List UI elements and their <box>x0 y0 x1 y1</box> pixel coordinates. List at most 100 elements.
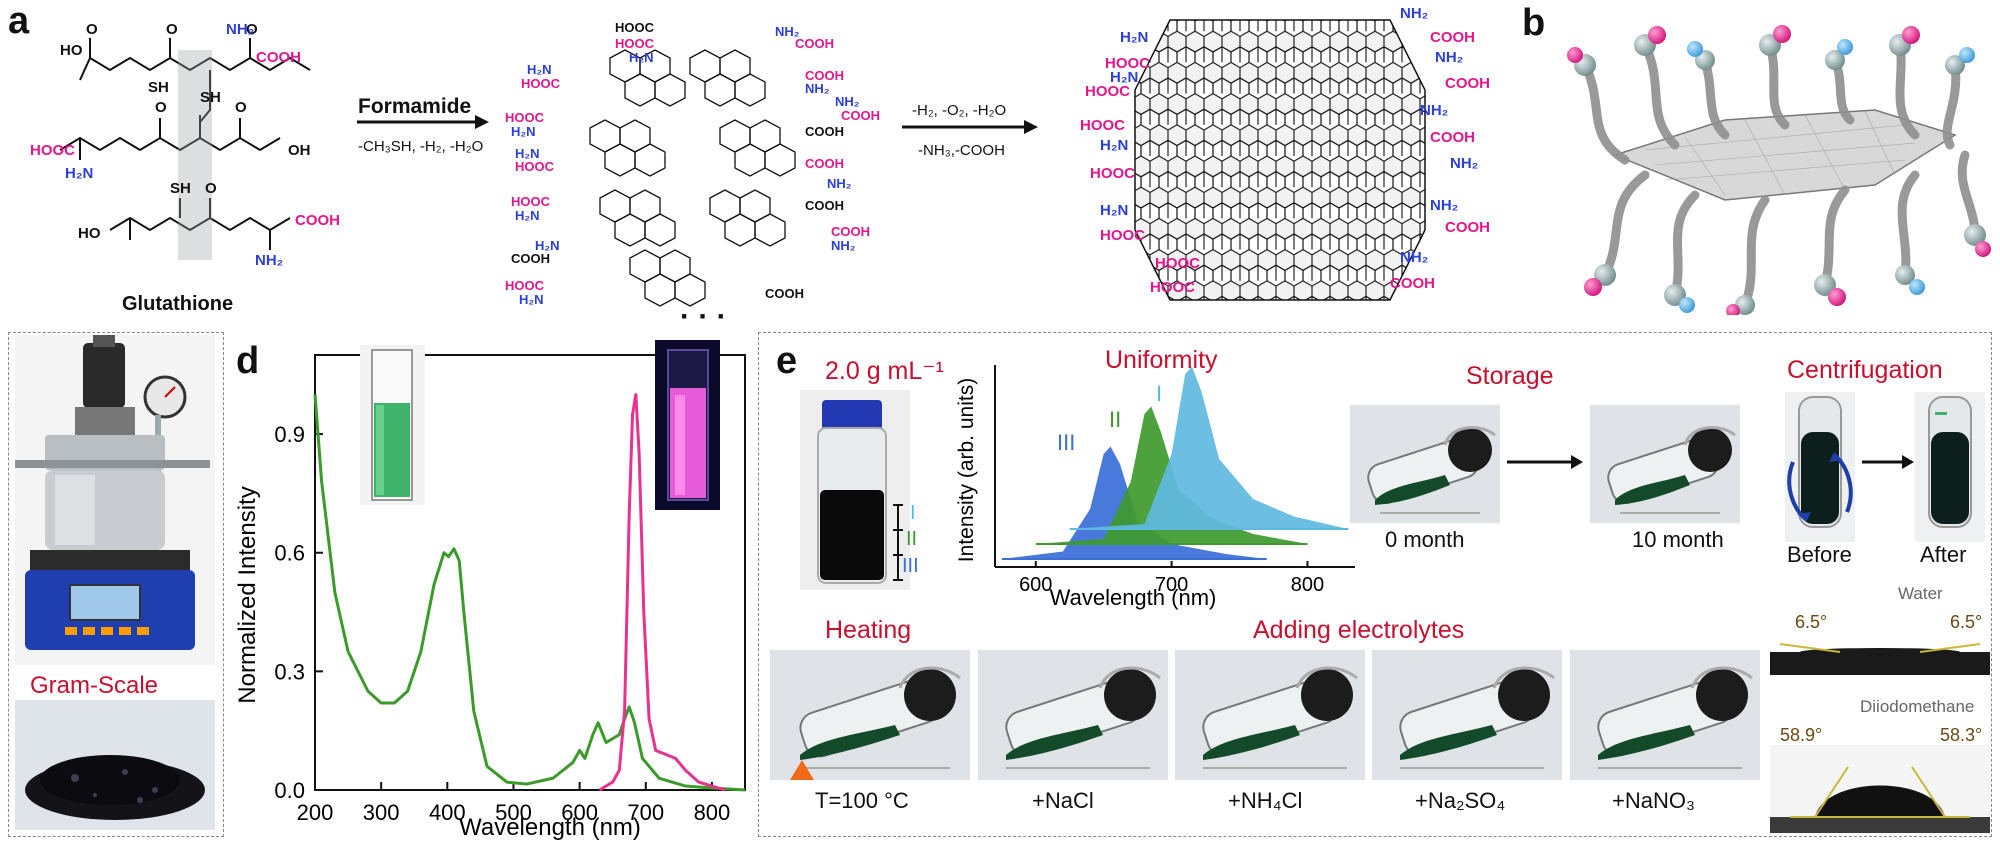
svg-text:O: O <box>155 99 167 116</box>
cuvette-fluorescence-inset <box>655 340 720 510</box>
svg-text:HOOC: HOOC <box>1105 55 1150 72</box>
svg-text:COOH: COOH <box>1390 275 1435 292</box>
svg-text:NH₂: NH₂ <box>1400 249 1428 266</box>
y-tick-label: 0.0 <box>274 778 305 803</box>
water-contact-angle-photo <box>1770 630 1990 675</box>
svg-text:COOH: COOH <box>511 251 550 266</box>
svg-text:HOOC: HOOC <box>1085 83 1130 100</box>
svg-text:NH₂: NH₂ <box>1400 5 1428 22</box>
svg-text:NH₂: NH₂ <box>1420 102 1448 119</box>
svg-text:O: O <box>86 21 98 38</box>
svg-text:HOOC: HOOC <box>1150 279 1195 296</box>
series-line-1 <box>598 393 726 792</box>
svg-text:COOH: COOH <box>795 36 834 51</box>
svg-text:H₂N: H₂N <box>629 50 654 65</box>
svg-text:COOH: COOH <box>1445 219 1490 236</box>
water-label: Water <box>1898 584 1943 603</box>
svg-text:COOH: COOH <box>841 108 880 123</box>
arrow2-byproducts-top: -H₂, -O₂, -H₂O <box>912 102 1007 119</box>
electrolyte-caption-na2so4: +Na₂SO₄ <box>1415 788 1506 813</box>
svg-text:COOH: COOH <box>805 156 844 171</box>
y-tick-label: 0.6 <box>274 541 305 566</box>
svg-text:COOH: COOH <box>805 68 844 83</box>
svg-text:NH₂: NH₂ <box>1450 155 1478 172</box>
x-tick-label: 300 <box>363 800 400 825</box>
storage-before-caption: 0 month <box>1385 527 1465 552</box>
gram-scale-label: Gram-Scale <box>30 672 159 699</box>
panel-label-b: b <box>1522 2 1546 44</box>
x-axis-label: Wavelength (nm) <box>459 814 641 840</box>
water-right-angle: 6.5° <box>1950 612 1983 632</box>
svg-text:HOOC: HOOC <box>515 159 555 174</box>
svg-text:NH₂: NH₂ <box>831 238 856 253</box>
svg-text:HOOC: HOOC <box>1090 165 1135 182</box>
storage-after-caption: 10 month <box>1632 527 1724 552</box>
series-label-II: II <box>1109 407 1121 432</box>
svg-text:NH₂: NH₂ <box>226 21 254 38</box>
svg-text:OH: OH <box>288 142 311 159</box>
heating-photo <box>770 650 970 780</box>
svg-text:HOOC: HOOC <box>521 76 561 91</box>
panel-label-e: e <box>776 340 798 382</box>
storage-title: Storage <box>1466 362 1554 390</box>
formamide-label: Formamide <box>358 95 472 118</box>
centrifuge-after-caption: After <box>1920 542 1967 567</box>
centrifugation-title: Centrifugation <box>1787 356 1943 384</box>
storage-photo-10-month <box>1590 405 1740 523</box>
arrow2-byproducts-bottom: -NH₃,-COOH <box>918 142 1005 159</box>
electrolyte-photo-3 <box>1372 650 1562 780</box>
svg-text:HOOC: HOOC <box>505 278 545 293</box>
diiodomethane-left-angle: 58.9° <box>1780 725 1823 745</box>
panel-label-a: a <box>8 0 30 42</box>
carbon-dot-structure: H₂N NH₂ HOOC COOH H₂N NH₂ HOOC COOH HOOC… <box>1080 5 1490 301</box>
svg-text:HOOC: HOOC <box>30 142 75 159</box>
panel-e-frame <box>758 332 1992 837</box>
electrolyte-caption-nacl: +NaCl <box>1032 788 1094 813</box>
svg-text:COOH: COOH <box>295 212 340 229</box>
electrolyte-photo-4 <box>1570 650 1760 780</box>
electrolyte-caption-nano3: +NaNO₃ <box>1612 788 1695 813</box>
centrifuge-before-caption: Before <box>1787 542 1852 567</box>
svg-text:COOH: COOH <box>831 224 870 239</box>
svg-text:HO: HO <box>78 225 101 242</box>
storage-arrow <box>1507 455 1583 469</box>
series-label-III: III <box>1057 430 1075 455</box>
diiodomethane-right-angle: 58.3° <box>1940 725 1983 745</box>
concentration-label: 2.0 g mL⁻¹ <box>825 357 944 385</box>
svg-text:NH₂: NH₂ <box>805 81 830 96</box>
diiodomethane-label: Diiodomethane <box>1860 697 1975 716</box>
uniformity-title: Uniformity <box>1105 346 1218 374</box>
svg-text:H₂N: H₂N <box>535 238 560 253</box>
cuvette-green-inset <box>360 345 425 505</box>
uniformity-x-tick-label: 800 <box>1291 574 1324 596</box>
water-left-angle: 6.5° <box>1795 612 1828 632</box>
svg-text:COOH: COOH <box>1430 29 1475 46</box>
x-tick-label: 400 <box>429 800 466 825</box>
vial-layer-II: II <box>906 528 918 550</box>
reaction-arrow-1 <box>357 115 489 129</box>
svg-text:COOH: COOH <box>805 198 844 213</box>
panel-c-frame <box>8 332 224 837</box>
uniformity-x-tick-label: 700 <box>1155 574 1188 596</box>
intermediate-labels: HOOC NH₂ COOH HOOC H₂N COOH NH₂ H₂N HOOC… <box>505 20 880 307</box>
more-structures-ellipsis: · · · <box>680 300 727 333</box>
x-tick-label: 800 <box>694 800 731 825</box>
arrow1-byproducts: -CH₃SH, -H₂, -H₂O <box>358 138 484 155</box>
svg-text:O: O <box>205 180 217 197</box>
svg-text:H₂N: H₂N <box>1120 29 1148 46</box>
svg-text:HOOC: HOOC <box>505 110 545 125</box>
svg-text:NH₂: NH₂ <box>827 176 852 191</box>
x-tick-label: 500 <box>495 800 532 825</box>
series-label-I: I <box>1156 381 1162 406</box>
gram-scale-powder-photo <box>15 700 215 830</box>
glutathione-label: Glutathione <box>122 293 234 315</box>
electrolyte-caption-nh4cl: +NH₄Cl <box>1228 788 1303 813</box>
svg-text:NH₂: NH₂ <box>255 252 283 269</box>
plot-frame <box>314 354 746 791</box>
series-line-0 <box>313 394 746 792</box>
svg-text:H₂N: H₂N <box>515 208 540 223</box>
svg-text:H₂N: H₂N <box>1100 137 1128 154</box>
heating-caption: T=100 °C <box>815 788 909 813</box>
